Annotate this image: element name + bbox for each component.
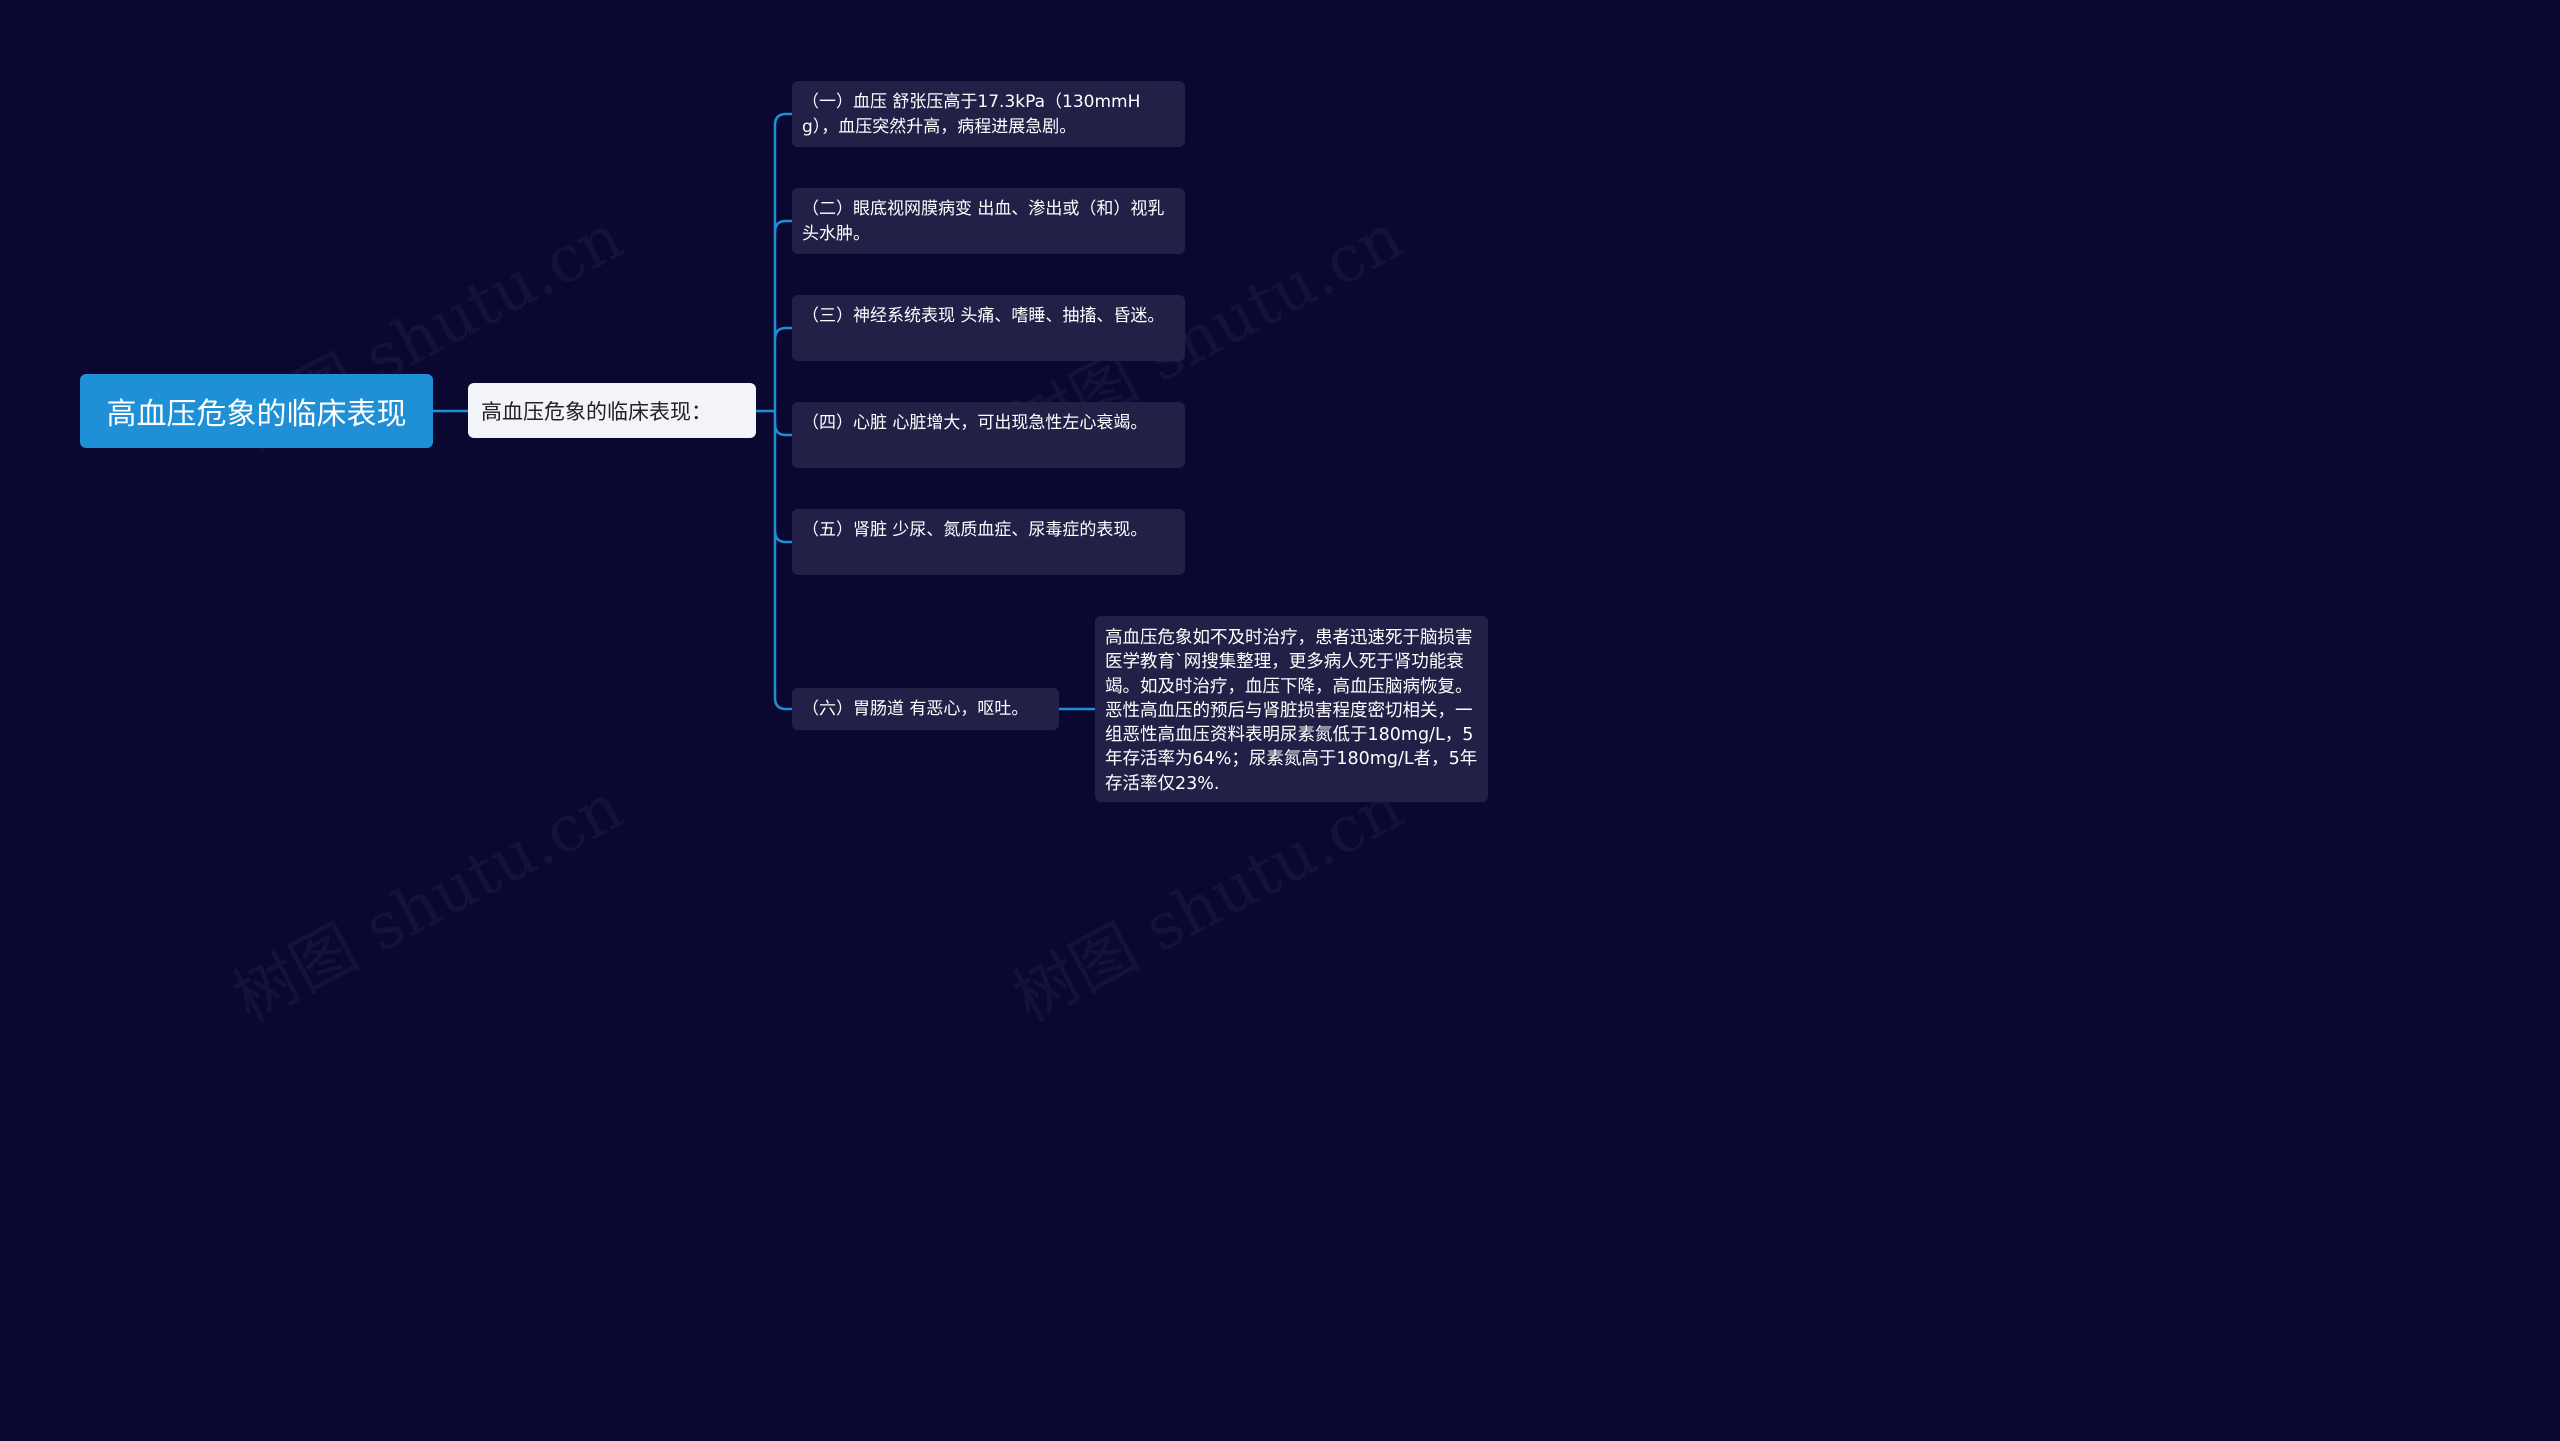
connector-item-3 (773, 326, 792, 340)
item-node-6[interactable]: （六）胃肠道 有恶心，呕吐。 (792, 688, 1059, 730)
item-text: （三）神经系统表现 头痛、嗜睡、抽搐、昏迷。 (802, 306, 1165, 326)
item-node-5[interactable]: （五）肾脏 少尿、氮质血症、尿毒症的表现。 (792, 509, 1185, 575)
connector-lines (433, 112, 1095, 711)
root-topic-label: 高血压危象的临床表现 (106, 397, 407, 432)
connector-item-2 (773, 219, 792, 233)
subtopic-label: 高血压危象的临床表现： (481, 399, 712, 424)
item-text: （六）胃肠道 有恶心，呕吐。 (802, 699, 1029, 719)
detail-text: 高血压危象如不及时治疗，患者迅速死于脑损害医学教育`网搜集整理，更多病人死于肾功… (1105, 628, 1478, 794)
item-text: （一）血压 舒张压高于17.3kPa（130mmHg），血压突然升高，病程进展急… (802, 92, 1141, 137)
item-node-1[interactable]: （一）血压 舒张压高于17.3kPa（130mmHg），血压突然升高，病程进展急… (792, 81, 1185, 147)
detail-node[interactable]: 高血压危象如不及时治疗，患者迅速死于脑损害医学教育`网搜集整理，更多病人死于肾功… (1095, 616, 1488, 802)
item-node-2[interactable]: （二）眼底视网膜病变 出血、渗出或（和）视乳头水肿。 (792, 188, 1185, 254)
connector-item-5 (773, 530, 792, 544)
connector-item-4 (773, 423, 792, 437)
item-node-4[interactable]: （四）心脏 心脏增大，可出现急性左心衰竭。 (792, 402, 1185, 468)
item-text: （四）心脏 心脏增大，可出现急性左心衰竭。 (802, 413, 1148, 433)
item-node-3[interactable]: （三）神经系统表现 头痛、嗜睡、抽搐、昏迷。 (792, 295, 1185, 361)
item-text: （五）肾脏 少尿、氮质血症、尿毒症的表现。 (802, 520, 1148, 540)
connector-item-6 (773, 697, 792, 711)
root-topic[interactable]: 高血压危象的临床表现 (80, 374, 433, 448)
connector-item-1 (773, 112, 792, 126)
item-text: （二）眼底视网膜病变 出血、渗出或（和）视乳头水肿。 (802, 199, 1165, 244)
subtopic-node[interactable]: 高血压危象的临床表现： (468, 383, 756, 438)
